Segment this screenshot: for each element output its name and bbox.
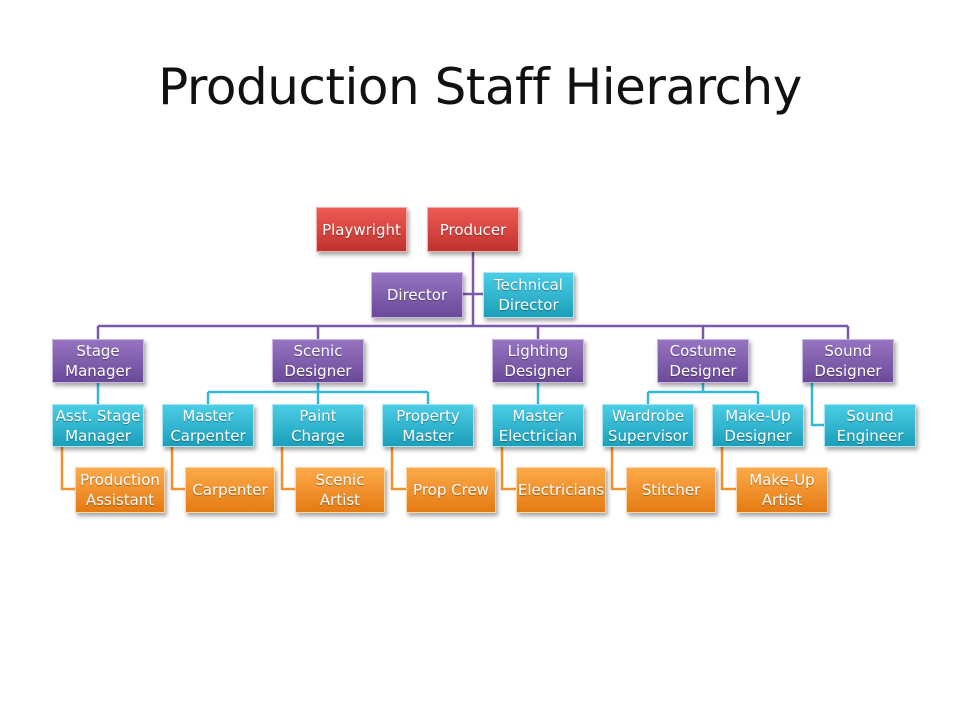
node-makeup-artist: Make-Up Artist xyxy=(736,467,828,513)
node-stage-manager: Stage Manager xyxy=(52,339,144,383)
node-sound-designer: Sound Designer xyxy=(802,339,894,383)
node-stitcher: Stitcher xyxy=(626,467,716,513)
node-production-assistant: Production Assistant xyxy=(75,467,165,513)
node-makeup-designer: Make-Up Designer xyxy=(712,404,804,447)
slide-title: Production Staff Hierarchy xyxy=(158,58,802,116)
node-scenic-artist: Scenic Artist xyxy=(295,467,385,513)
node-paint-charge: Paint Charge xyxy=(272,404,364,447)
node-wardrobe-supervisor: Wardrobe Supervisor xyxy=(602,404,694,447)
node-sound-engineer: Sound Engineer xyxy=(824,404,916,447)
node-costume-designer: Costume Designer xyxy=(657,339,749,383)
node-technical-director: Technical Director xyxy=(483,272,574,318)
node-property-master: Property Master xyxy=(382,404,474,447)
node-master-electrician: Master Electrician xyxy=(492,404,584,447)
node-director: Director xyxy=(371,272,463,318)
node-master-carpenter: Master Carpenter xyxy=(162,404,254,447)
node-prop-crew: Prop Crew xyxy=(406,467,496,513)
node-carpenter: Carpenter xyxy=(185,467,275,513)
node-lighting-designer: Lighting Designer xyxy=(492,339,584,383)
node-electricians: Electricians xyxy=(516,467,606,513)
node-playwright: Playwright xyxy=(316,207,407,252)
node-producer: Producer xyxy=(427,207,519,252)
node-asst-stage-manager: Asst. Stage Manager xyxy=(52,404,144,447)
node-scenic-designer: Scenic Designer xyxy=(272,339,364,383)
